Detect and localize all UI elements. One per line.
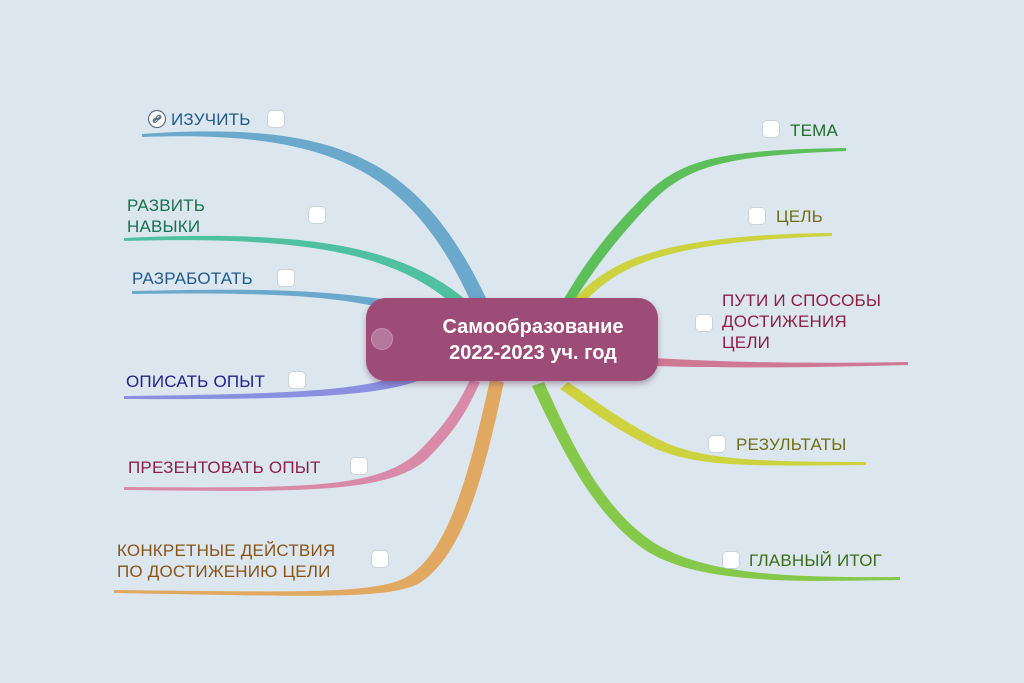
branch-label-actions[interactable]: КОНКРЕТНЫЕ ДЕЙСТВИЯ ПО ДОСТИЖЕНИЮ ЦЕЛИ bbox=[117, 540, 335, 582]
branch-label-goal[interactable]: ЦЕЛЬ bbox=[776, 207, 824, 226]
branch-label-present[interactable]: ПРЕЗЕНТОВАТЬ ОПЫТ bbox=[128, 458, 321, 477]
branch-label-ways-line3: ЦЕЛИ bbox=[722, 333, 771, 352]
checkbox-ways[interactable] bbox=[696, 315, 712, 331]
branch-label-results[interactable]: РЕЗУЛЬТАТЫ bbox=[736, 435, 847, 454]
branch-line-main-total bbox=[532, 382, 900, 581]
link-icon[interactable] bbox=[147, 109, 167, 129]
collapse-dot-icon[interactable] bbox=[371, 328, 393, 350]
branch-line-ways bbox=[655, 358, 908, 368]
central-topic-title: Самообразование 2022-2023 уч. год bbox=[398, 314, 668, 366]
branch-line-skills bbox=[124, 235, 466, 302]
checkbox-actions[interactable] bbox=[372, 551, 388, 567]
checkbox-main-total[interactable] bbox=[723, 552, 739, 568]
branch-line-goal bbox=[572, 233, 832, 305]
checkbox-results[interactable] bbox=[709, 436, 725, 452]
central-topic-line1: Самообразование bbox=[442, 316, 624, 338]
checkbox-present[interactable] bbox=[351, 458, 367, 474]
branch-label-main-total[interactable]: ГЛАВНЫЙ ИТОГ bbox=[749, 551, 883, 570]
checkbox-develop[interactable] bbox=[278, 270, 294, 286]
branch-label-skills-line1: РАЗВИТЬ bbox=[127, 196, 206, 215]
branch-label-skills[interactable]: РАЗВИТЬ НАВЫКИ bbox=[127, 195, 205, 237]
branch-label-actions-line2: ПО ДОСТИЖЕНИЮ ЦЕЛИ bbox=[117, 562, 331, 581]
branch-label-theme[interactable]: ТЕМА bbox=[790, 121, 839, 140]
branch-label-skills-line2: НАВЫКИ bbox=[127, 217, 201, 236]
branch-label-ways-line2: ДОСТИЖЕНИЯ bbox=[722, 312, 847, 331]
branch-label-actions-line1: КОНКРЕТНЫЕ ДЕЙСТВИЯ bbox=[117, 541, 336, 560]
branch-line-theme bbox=[562, 148, 846, 304]
branch-line-develop bbox=[132, 289, 388, 308]
checkbox-goal[interactable] bbox=[749, 208, 765, 224]
branch-label-ways-line1: ПУТИ И СПОСОБЫ bbox=[722, 291, 882, 310]
branch-label-develop[interactable]: РАЗРАБОТАТЬ bbox=[132, 269, 253, 288]
checkbox-theme[interactable] bbox=[763, 121, 779, 137]
branch-label-study[interactable]: ИЗУЧИТЬ bbox=[171, 110, 251, 129]
branch-line-results bbox=[560, 382, 866, 466]
central-topic-line2: 2022-2023 уч. год bbox=[449, 342, 617, 364]
checkbox-describe[interactable] bbox=[289, 372, 305, 388]
central-topic[interactable] bbox=[366, 298, 658, 381]
branch-label-describe[interactable]: ОПИСАТЬ ОПЫТ bbox=[126, 372, 266, 391]
checkbox-skills[interactable] bbox=[309, 207, 325, 223]
branch-label-ways[interactable]: ПУТИ И СПОСОБЫ ДОСТИЖЕНИЯ ЦЕЛИ bbox=[722, 290, 881, 353]
checkbox-study[interactable] bbox=[268, 111, 284, 127]
branch-line-describe bbox=[124, 372, 420, 400]
